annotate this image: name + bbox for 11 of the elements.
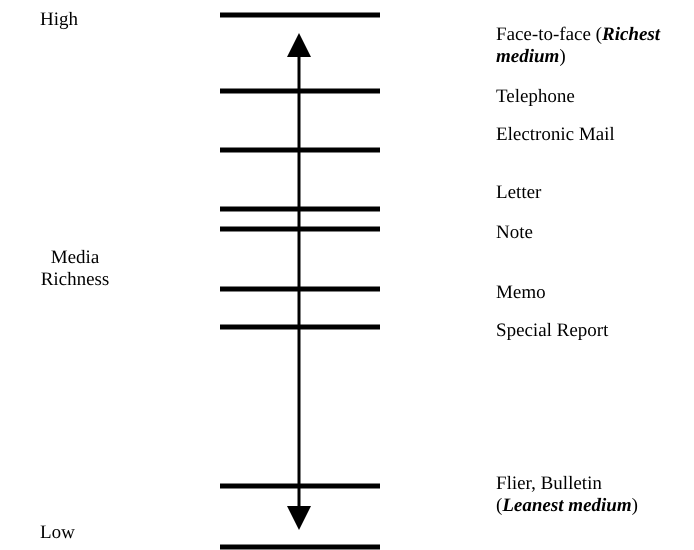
medium-label: Electronic Mail (496, 124, 615, 146)
axis-title: Media Richness (40, 247, 110, 291)
scale-end-label: High (40, 9, 78, 31)
scale-end-label: Low (40, 522, 75, 544)
medium-label: Face-to-face (Richest medium) (496, 24, 661, 68)
medium-label: Note (496, 222, 533, 244)
medium-label: Letter (496, 182, 542, 204)
medium-label: Flier, Bulletin (Leanest medium) (496, 473, 639, 517)
medium-label: Special Report (496, 320, 608, 342)
medium-label: Memo (496, 282, 546, 304)
medium-label: Telephone (496, 86, 575, 108)
